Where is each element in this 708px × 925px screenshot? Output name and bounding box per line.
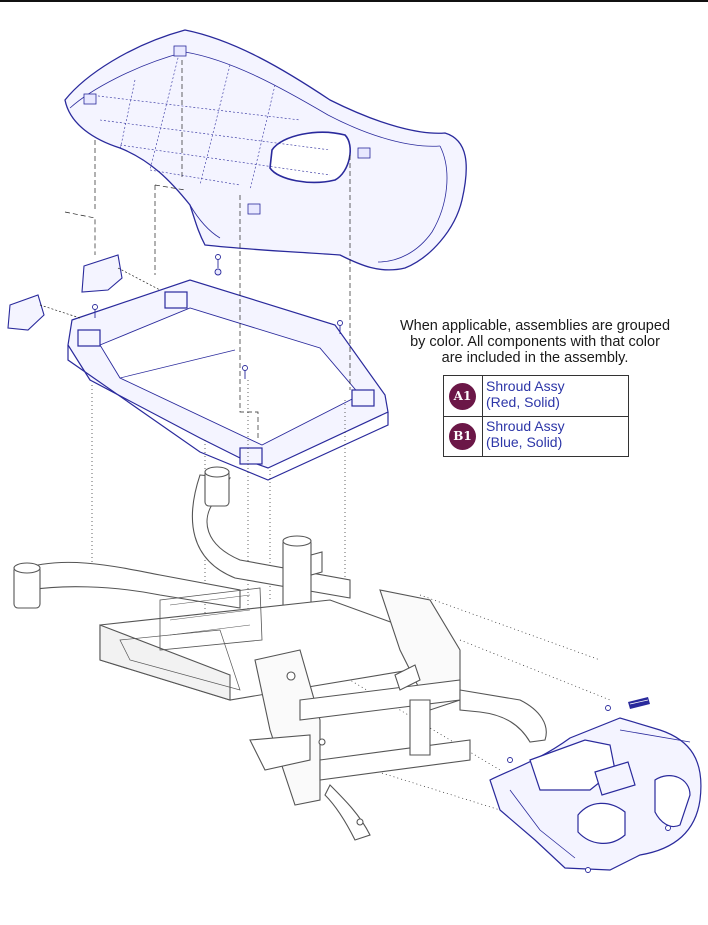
base-frame[interactable] [13, 466, 547, 841]
assembly-legend: A1 Shroud Assy (Red, Solid) B1 Shroud As… [443, 375, 629, 457]
legend-row-b1[interactable]: B1 Shroud Assy (Blue, Solid) [444, 416, 628, 456]
shroud-under-ribs [89, 49, 331, 191]
note-line-3: are included in the assembly. [441, 350, 629, 366]
color-grouping-note: When applicable, assemblies are grouped … [370, 318, 700, 366]
tiller-shroud[interactable] [489, 717, 702, 871]
seat-tray[interactable] [67, 279, 389, 481]
screws [92, 254, 343, 379]
top-border-line [0, 0, 708, 2]
tiller-shroud-screws [507, 705, 671, 873]
seat-shroud-cover[interactable] [64, 29, 467, 271]
legend-label-b1: Shroud Assy (Blue, Solid) [486, 418, 565, 450]
legend-label-a1: Shroud Assy (Red, Solid) [486, 378, 565, 410]
note-line-1: When applicable, assemblies are grouped [399, 318, 671, 334]
legend-row-a1[interactable]: A1 Shroud Assy (Red, Solid) [444, 376, 628, 417]
badge-icon: A1 [449, 383, 476, 410]
shroud-mount-bosses [83, 45, 371, 215]
note-line-2: by color. All components with that color [410, 334, 660, 350]
reflector-label [628, 697, 650, 709]
badge-icon: B1 [449, 423, 476, 450]
side-panel-left-large[interactable] [81, 254, 123, 293]
side-panel-left-small[interactable] [7, 294, 45, 331]
